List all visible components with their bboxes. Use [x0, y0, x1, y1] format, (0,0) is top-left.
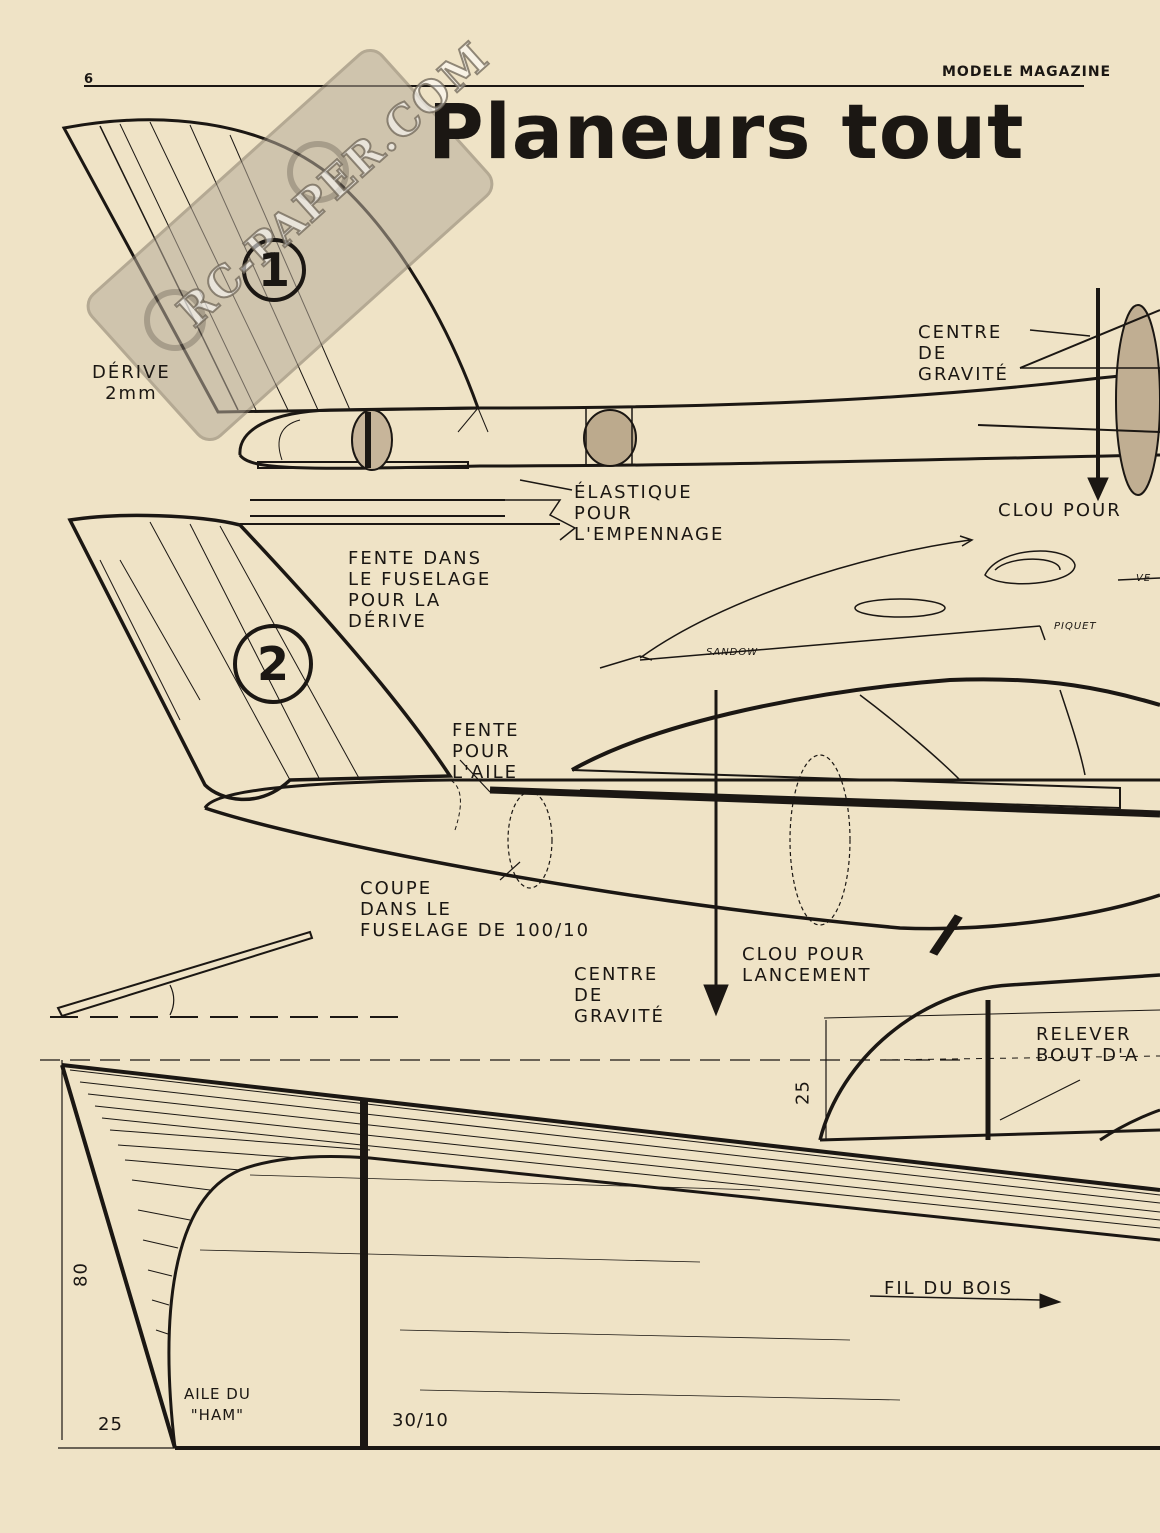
- label-coupe: COUPE DANS LE FUSELAGE DE 100/10: [360, 878, 591, 941]
- dimension-80: 80: [70, 1262, 92, 1287]
- wing-plan: [40, 1059, 1160, 1450]
- figure-1-circle: [242, 238, 306, 302]
- label-elastique: ÉLASTIQUE POUR L'EMPENNAGE: [574, 482, 725, 545]
- figure-1-number: 1: [257, 243, 290, 297]
- magazine-name: MODELE MAGAZINE: [942, 64, 1112, 80]
- figure-2-circle: [233, 624, 313, 704]
- label-fente-aile: FENTE POUR L'AILE: [452, 720, 520, 783]
- dimension-30-10: 30/10: [392, 1410, 449, 1431]
- label-fente-fuselage: FENTE DANS LE FUSELAGE POUR LA DÉRIVE: [348, 548, 492, 632]
- figure-2-number: 2: [256, 637, 289, 691]
- dihedral-sketch: [50, 930, 400, 1018]
- label-sandow: SANDOW: [706, 647, 759, 658]
- label-derive: DÉRIVE 2mm: [92, 362, 171, 404]
- label-aile-ham: AILE DU "HAM": [184, 1385, 251, 1424]
- wing-hatching: [69, 1069, 1160, 1335]
- fuselage-2: [203, 677, 1160, 1017]
- fin-2: [67, 513, 454, 802]
- label-fil-du-bois: FIL DU BOIS: [884, 1278, 1014, 1299]
- label-relever: RELEVER BOUT D'A: [1036, 1024, 1140, 1066]
- label-clou-pour-top: CLOU POUR: [998, 500, 1122, 521]
- dimension-25-right: 25: [792, 1080, 814, 1105]
- fuselage-1: [238, 370, 1160, 541]
- label-piquet: PIQUET: [1054, 621, 1097, 632]
- label-clou-lancement: CLOU POUR LANCEMENT: [742, 944, 872, 986]
- launch-sketch: [599, 535, 1160, 669]
- label-vent: VE: [1136, 573, 1152, 584]
- page-number: 6: [84, 72, 94, 87]
- title-word-1: Planeurs: [428, 87, 812, 176]
- dimension-25-left: 25: [98, 1414, 123, 1435]
- title-word-2: tout: [841, 87, 1025, 176]
- wing-tip-sketch: [818, 973, 1160, 1142]
- label-centre-gravite-bottom: CENTRE DE GRAVITÉ: [574, 964, 665, 1027]
- label-centre-gravite-top: CENTRE DE GRAVITÉ: [918, 322, 1009, 385]
- wing-section-1: [977, 288, 1160, 502]
